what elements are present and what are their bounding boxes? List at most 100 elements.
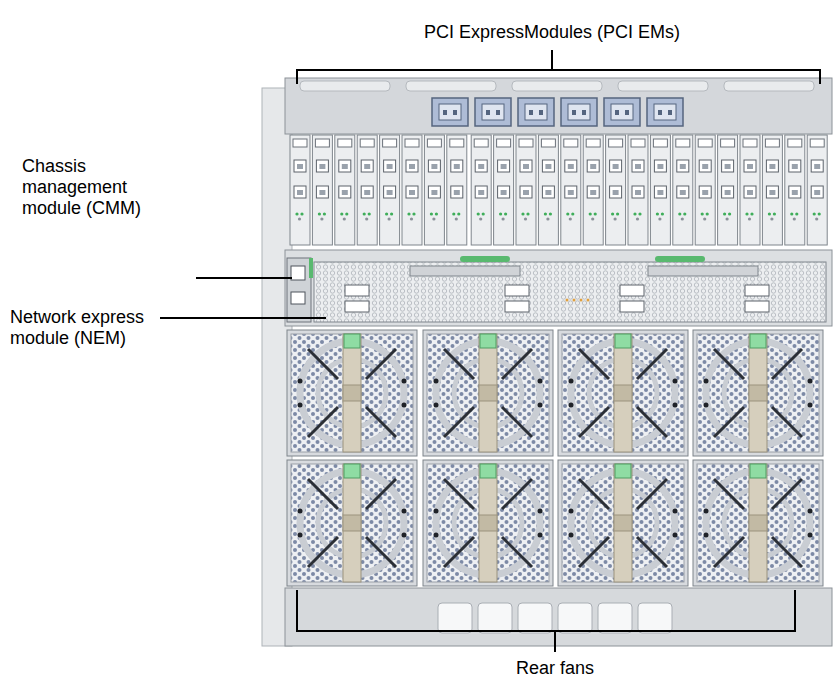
slot-latch — [743, 139, 757, 147]
fan-dot — [673, 533, 678, 538]
slot-port-inner — [387, 164, 393, 169]
top-bracket — [297, 70, 820, 84]
callout-label: PCI ExpressModules (PCI EMs) — [424, 22, 680, 43]
slot-port-inner — [657, 164, 663, 169]
slot-led — [457, 212, 460, 215]
slot-led — [701, 212, 704, 215]
power-pin — [539, 110, 543, 115]
fan-dot — [434, 509, 439, 514]
slot-latch — [474, 139, 488, 147]
fan-grille — [562, 464, 684, 582]
fan-dot — [298, 403, 303, 408]
fan-housing — [558, 460, 688, 586]
slot-led — [706, 212, 709, 215]
fan-strut — [502, 407, 532, 437]
pci-slot — [494, 135, 514, 245]
pci-slot — [561, 135, 581, 245]
slot-led — [678, 212, 681, 215]
top-tab — [618, 81, 708, 91]
fan-dot — [434, 403, 439, 408]
fan-dot — [808, 533, 813, 538]
slot-led — [435, 212, 438, 215]
slot-port-inner — [501, 164, 507, 169]
slot-latch — [405, 139, 419, 147]
fan-housing — [693, 460, 823, 586]
fan-handle-grip — [614, 515, 632, 531]
slot-latch — [765, 139, 779, 147]
slot-latch — [631, 139, 645, 147]
fan-housing — [423, 330, 553, 456]
fan-strut — [444, 407, 474, 437]
slot-led — [499, 212, 502, 215]
fan-strut — [579, 407, 609, 437]
fan-strut — [308, 537, 338, 567]
slot-latch — [427, 139, 441, 147]
pci-slot — [447, 135, 467, 245]
slot-latch — [586, 139, 600, 147]
slot-latch — [653, 139, 667, 147]
slot-port-inner — [680, 164, 686, 169]
slot-port — [632, 186, 644, 198]
nem-port — [620, 285, 644, 296]
slot-led — [569, 217, 572, 220]
slot-led — [571, 212, 574, 215]
slot-port-inner — [501, 190, 507, 195]
fan-dot — [298, 533, 303, 538]
slot-latch — [541, 139, 555, 147]
bottom-cover — [558, 603, 592, 633]
fan-strut — [772, 407, 802, 437]
slot-port-inner — [409, 190, 415, 195]
power-pin — [658, 110, 662, 115]
fan-strut — [308, 349, 338, 379]
nem-port — [505, 301, 529, 312]
fan-dot — [538, 509, 543, 514]
slot-port — [542, 160, 554, 172]
slot-port-inner — [364, 164, 370, 169]
slot-port-inner — [613, 164, 619, 169]
fan-strut — [366, 479, 396, 509]
fan-dot — [569, 509, 574, 514]
power-connector — [561, 98, 597, 126]
fan-housing — [693, 330, 823, 456]
fan-grille — [427, 334, 549, 452]
power-connector — [432, 98, 468, 126]
slot-led — [318, 212, 321, 215]
fan-handle-grip — [343, 385, 361, 401]
pci-slot — [335, 135, 355, 245]
slot-led — [452, 212, 455, 215]
fan-dot — [704, 509, 709, 514]
pci-slot — [740, 135, 760, 245]
fan-dot — [402, 533, 407, 538]
slot-port — [520, 160, 532, 172]
fan-strut — [637, 537, 667, 567]
fan-strut — [714, 407, 744, 437]
fan-release-tab — [344, 464, 360, 478]
slot-port — [811, 160, 823, 172]
slot-led — [432, 217, 435, 220]
slot-port — [632, 160, 644, 172]
pci-slot — [807, 135, 827, 245]
power-pin — [443, 110, 447, 115]
fan-handle — [749, 464, 767, 582]
slot-led — [661, 212, 664, 215]
slot-port — [654, 186, 666, 198]
slot-port-inner — [545, 164, 551, 169]
fan-handle — [614, 464, 632, 582]
slot-led — [633, 212, 636, 215]
slot-latch — [519, 139, 533, 147]
power-pin — [496, 110, 500, 115]
fan-release-tab — [480, 464, 496, 478]
fan-release-tab — [750, 334, 766, 348]
slot-port-inner — [792, 164, 798, 169]
fan-dot — [434, 379, 439, 384]
bottom-bracket-tick — [554, 631, 556, 652]
fan-dot — [673, 403, 678, 408]
slot-port — [316, 160, 328, 172]
slot-port — [406, 160, 418, 172]
slot-led — [726, 217, 729, 220]
slot-port — [789, 186, 801, 198]
slot-port — [475, 160, 487, 172]
fan-strut — [714, 349, 744, 379]
fan-dot — [434, 533, 439, 538]
slot-led — [770, 217, 773, 220]
